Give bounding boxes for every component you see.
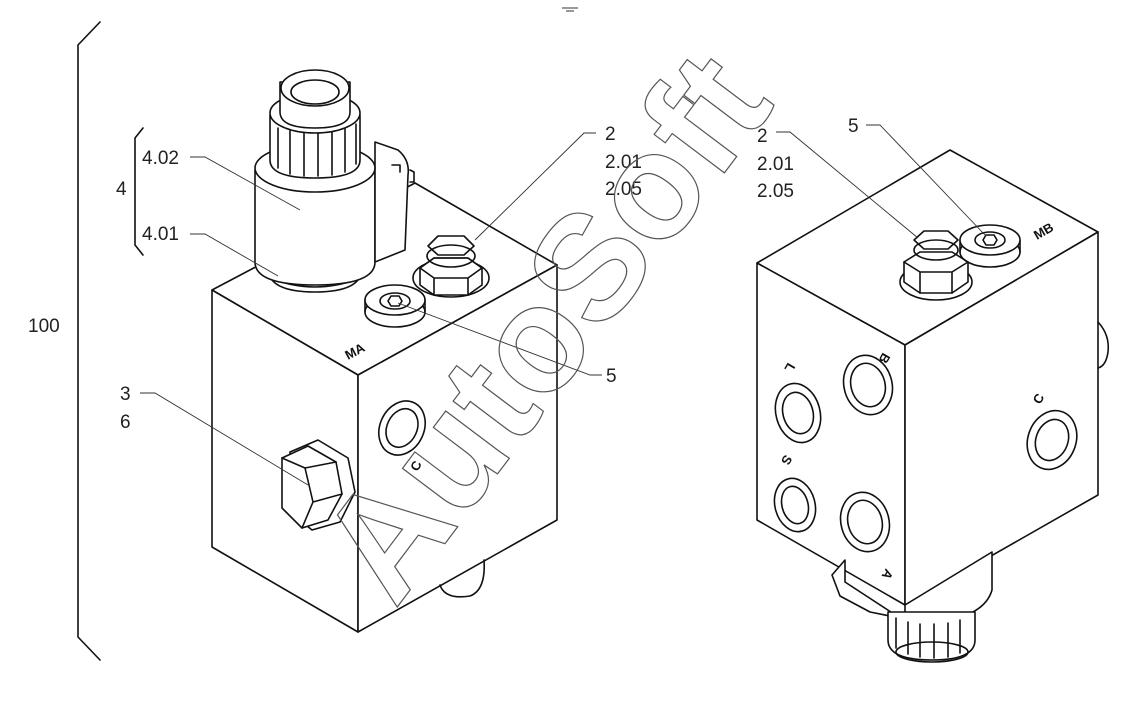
left-callout-plug-b: 5 [606,366,617,387]
left-callout-coil: 4.02 [142,148,179,169]
right-bottom-solenoid [831,551,993,663]
right-port-a [839,491,891,553]
group-4-label: 4 [116,179,127,200]
right-leader-plug-b [866,124,987,237]
left-callout-plug-a-0: 2 [605,124,616,145]
assembly-bracket [77,21,101,661]
right-callout-plug-a-0: 2 [757,126,768,147]
left-callout-plug-a-1: 2.01 [605,152,642,173]
right-port-l [774,382,822,444]
right-hex-plug [899,230,973,301]
right-valve-block: L B S A C MB [756,149,1110,663]
right-port-b [842,354,894,416]
left-leader-coil [190,156,301,211]
right-port-s [773,477,817,533]
right-leader-plug-a [776,131,919,239]
left-leader-plug-b [397,302,602,376]
left-valve-block: C MA [211,69,558,633]
left-leader-side-plug [140,392,309,486]
left-callout-solenoid-base: 4.01 [142,224,179,245]
left-side-plug [281,439,356,531]
top-mark [562,7,578,12]
group-4-bracket [134,127,144,256]
left-callout-plug-a-2: 2.05 [605,179,642,200]
right-block-right-face [904,231,1099,606]
left-block-right-face [357,264,558,633]
left-bottom-boss [439,559,486,598]
left-callout-side-plug-0: 3 [120,384,131,405]
left-leader-base [190,233,279,277]
left-leader-plug-a [474,132,596,241]
right-side-boss [1097,321,1110,369]
left-solenoid [254,69,415,293]
left-callout-side-plug-1: 6 [120,412,131,433]
left-port-c [378,400,426,456]
right-callout-plug-a-1: 2.01 [757,154,794,175]
left-hex-plug [412,235,490,298]
right-callout-plug-a-2: 2.05 [757,181,794,202]
right-port-c [1026,409,1078,471]
assembly-number: 100 [28,316,60,337]
right-callout-plug-b: 5 [848,116,859,137]
right-socket-plug [959,224,1021,268]
